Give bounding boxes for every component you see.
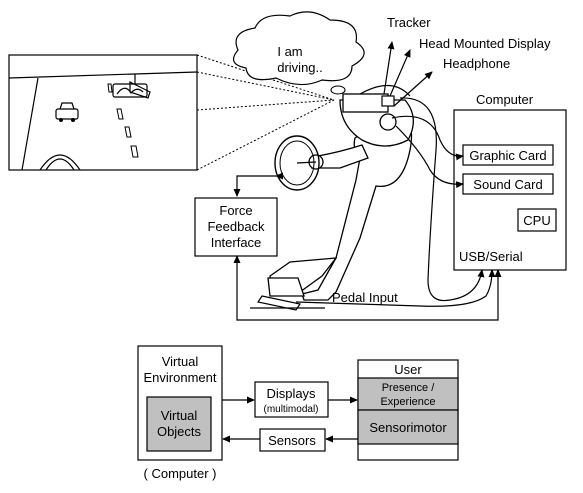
displays-sub-label: (multimodal) [263,404,318,415]
sensors-box: Sensors [259,428,326,452]
computer-box: Computer Graphic Card Sound Card CPU USB… [453,92,567,271]
displays-label: Displays [266,386,316,401]
virtual-objects-box [146,396,212,452]
presence-experience-box [357,377,459,411]
car-icon [55,102,79,122]
connection-cables [233,97,502,321]
virtual-env-line-1: Virtual [162,354,199,369]
road-scene-inset [8,54,198,171]
presence-line-1: Presence / [382,382,436,394]
displays-box: Displays (multimodal) [254,381,329,418]
block-arrows [222,396,358,443]
computer-label: Computer [476,92,534,107]
virtual-env-line-2: Environment [144,370,217,385]
user-label: User [394,362,422,377]
virtual-environment-box: Virtual Environment Virtual Objects [137,345,223,461]
cpu-label: CPU [523,213,550,228]
head-mounted-display-icon [342,84,411,131]
hmd-label: Head Mounted Display [419,36,551,51]
sensors-label: Sensors [268,433,316,448]
virtual-objects-line-2: Objects [157,424,202,439]
user-box: User Presence / Experience Sensorimotor [357,359,459,461]
sound-card-label: Sound Card [473,177,542,192]
pedal-input-label: Pedal Input [332,290,398,305]
steering-wheel-icon [274,135,320,191]
graphic-card-label: Graphic Card [469,148,546,163]
pointer-arrows [383,41,433,107]
sensorimotor-box [357,409,459,445]
thought-line-1: I am [277,44,302,59]
cpu-box [517,208,557,232]
usb-serial-label: USB/Serial [459,249,523,264]
person-figure [267,99,414,301]
sensorimotor-label: Sensorimotor [369,420,447,435]
force-feedback-line-3: Interface [211,235,262,250]
virtual-objects-line-1: Virtual [161,408,198,423]
force-feedback-line-2: Feedback [207,219,265,234]
headphone-label: Headphone [443,56,510,71]
presence-line-2: Experience [380,396,435,408]
force-feedback-interface-box: Force Feedback Interface [194,197,278,257]
lane-markings [107,83,139,158]
computer-caption: ( Computer ) [144,466,217,481]
pedal-icon [257,295,301,311]
thought-bubble: I am driving.. [232,11,365,102]
force-feedback-line-1: Force [219,203,252,218]
tracker-label: Tracker [387,15,431,30]
thought-line-2: driving.. [277,60,323,75]
